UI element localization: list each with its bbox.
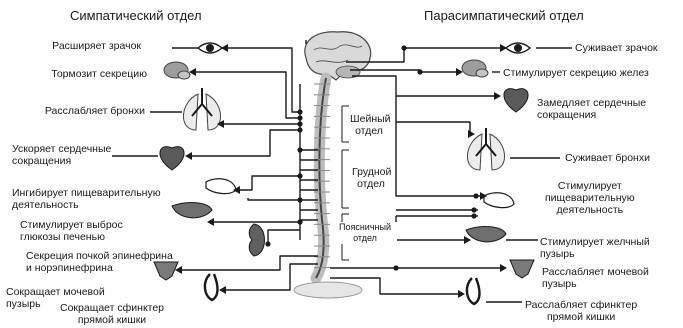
- nerve-line: [396, 96, 470, 132]
- ganglion-node: [417, 69, 422, 74]
- ganglion-node: [265, 241, 270, 246]
- effect-stimulates-glands: Стимулирует секрецию желез: [503, 67, 649, 79]
- nerve-line: [192, 130, 300, 156]
- arrowhead: [458, 290, 465, 298]
- arrowhead: [207, 218, 214, 226]
- bladder-icon: [510, 260, 534, 278]
- nerve-line: [182, 256, 318, 270]
- arrowhead: [219, 286, 226, 294]
- heart-icon: [504, 89, 528, 112]
- salivary-gland-icon: [164, 62, 190, 79]
- arrowhead: [468, 130, 475, 138]
- arrowhead: [494, 92, 501, 100]
- thoracic-bracket: [342, 150, 349, 208]
- arrowhead: [500, 44, 507, 52]
- effect-constricts-pupil: Суживает зрачок: [575, 42, 658, 54]
- pelvis-outline: [294, 282, 362, 298]
- nerve-line: [268, 230, 300, 244]
- brain-icon: [305, 32, 371, 80]
- heart-icon: [160, 147, 184, 170]
- effect-dilates-pupil: Расширяет зрачок: [52, 40, 141, 52]
- arrowhead: [185, 152, 192, 160]
- arrowhead: [464, 236, 471, 244]
- arrowhead: [221, 44, 228, 52]
- stomach-icon: [484, 193, 514, 208]
- nerve-line: [352, 76, 494, 96]
- nerve-line: [396, 216, 464, 240]
- arrowhead: [500, 264, 507, 272]
- rectum-icon: [467, 278, 480, 304]
- nerve-line: [228, 48, 300, 112]
- nerve-line: [240, 176, 300, 190]
- salivary-gland-icon: [462, 60, 488, 77]
- cervical-bracket: [342, 106, 349, 142]
- ganglion-node: [471, 213, 476, 218]
- gallbladder-icon: [466, 227, 506, 242]
- effect-inhibits-secretion: Тормозит секрецию: [51, 68, 147, 80]
- ganglion-node: [473, 193, 478, 198]
- rectum-icon: [205, 274, 218, 300]
- eye-icon: [506, 43, 530, 53]
- nerve-line: [248, 198, 300, 200]
- kidney-icon: [249, 224, 264, 256]
- effect-relaxes-bronchi: Расслабляет бронхи: [45, 105, 145, 117]
- parasympathetic-header: Парасимпатический отдел: [424, 8, 584, 23]
- nerve-line: [350, 70, 456, 72]
- stomach-icon: [206, 179, 236, 194]
- lungs-icon: [183, 88, 220, 130]
- liver-icon: [172, 203, 212, 218]
- effect-constricts-bronchi: Суживает бронхи: [565, 152, 650, 164]
- ganglion-node: [471, 207, 476, 212]
- eye-icon: [198, 43, 222, 53]
- ganglion-node: [401, 45, 406, 50]
- ganglion-node: [393, 265, 398, 270]
- sympathetic-header: Симпатический отдел: [70, 8, 202, 23]
